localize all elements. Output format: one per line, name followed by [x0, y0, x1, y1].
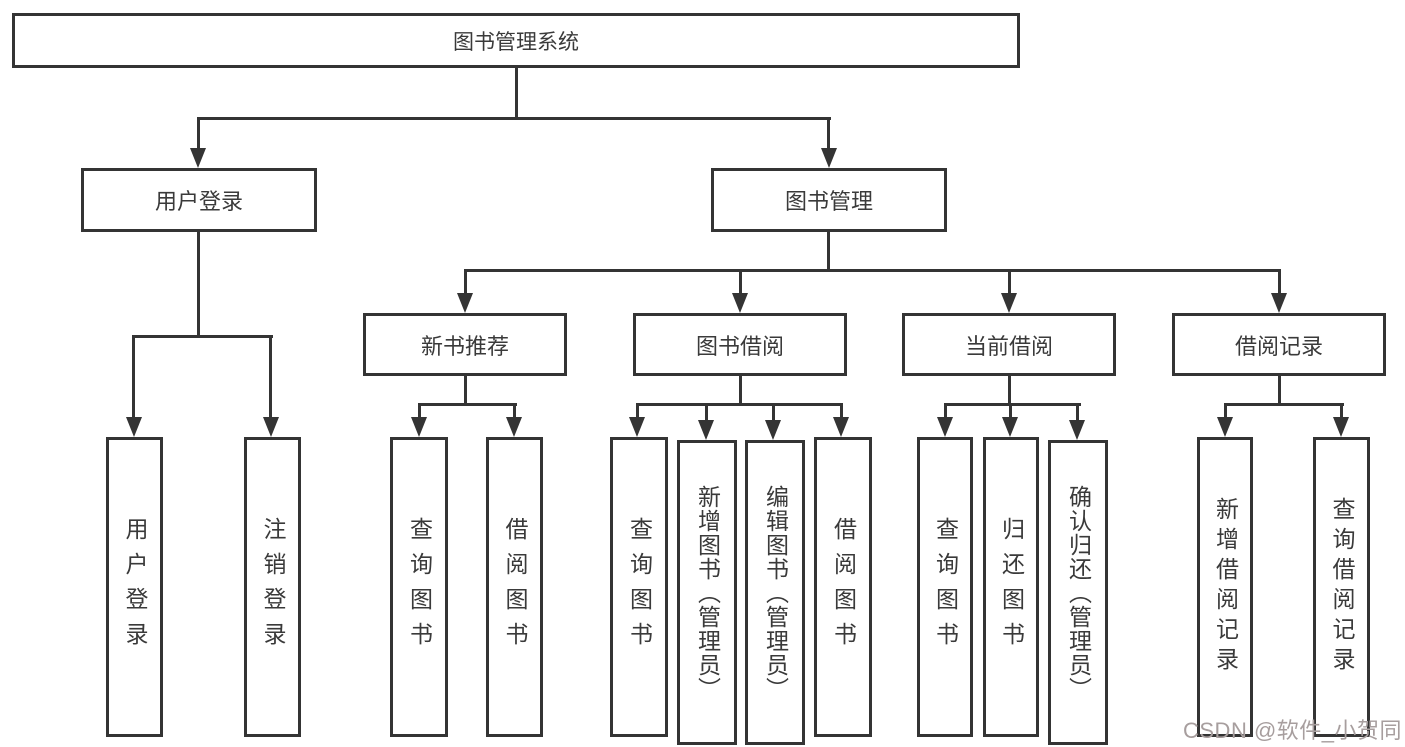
leaf-label: 借阅图书	[830, 517, 857, 657]
connector-line	[1076, 403, 1079, 421]
node-label: 用户登录	[154, 189, 243, 214]
connector-line	[197, 230, 200, 337]
leaf-label: 新增图书（管理员）	[694, 484, 721, 701]
leaf-query-books-recommend: 查询图书	[390, 437, 448, 737]
arrow-down-icon	[833, 417, 849, 437]
connector-line	[418, 403, 421, 421]
leaf-label: 用户登录	[122, 517, 148, 657]
connector-line	[464, 269, 1281, 272]
node-user-login: 用户登录	[81, 168, 317, 232]
connector-line	[1224, 403, 1344, 406]
leaf-edit-books-admin: 编辑图书（管理员）	[745, 440, 805, 745]
leaf-label: 查询借阅记录	[1329, 497, 1355, 677]
connector-line	[197, 117, 831, 120]
connector-line	[269, 335, 272, 419]
node-book-borrow: 图书借阅	[633, 313, 847, 376]
connector-line	[944, 403, 1081, 406]
node-book-management: 图书管理	[711, 168, 947, 232]
node-root-library-management-system: 图书管理系统	[12, 13, 1020, 68]
connector-line	[636, 403, 843, 406]
connector-line	[418, 403, 517, 406]
connector-line	[1278, 269, 1281, 295]
node-label: 当前借阅	[964, 333, 1053, 359]
leaf-label: 注销登录	[260, 517, 286, 657]
leaf-label: 查询图书	[626, 517, 653, 657]
node-label: 图书管理系统	[453, 30, 579, 54]
connector-line	[739, 269, 742, 295]
leaf-add-books-admin: 新增图书（管理员）	[677, 440, 737, 745]
leaf-label: 查询图书	[406, 517, 433, 657]
watermark: CSDN @软件_小贺同学	[1183, 718, 1403, 743]
node-label: 图书借阅	[695, 333, 784, 359]
leaf-borrow-books-recommend: 借阅图书	[486, 437, 543, 737]
arrow-down-icon	[821, 148, 837, 168]
connector-line	[1224, 403, 1227, 421]
connector-line	[1009, 403, 1012, 421]
leaf-label: 确认归还（管理员）	[1065, 484, 1092, 701]
leaf-label: 新增借阅记录	[1212, 497, 1239, 677]
connector-line	[739, 376, 742, 405]
leaf-logout: 注销登录	[244, 437, 301, 737]
node-new-book-recommend: 新书推荐	[363, 313, 567, 376]
connector-line	[827, 230, 830, 271]
connector-line	[515, 66, 518, 118]
leaf-query-books-borrow: 查询图书	[610, 437, 668, 737]
leaf-label: 查询图书	[932, 517, 959, 657]
leaf-user-login: 用户登录	[106, 437, 163, 737]
node-borrow-records: 借阅记录	[1172, 313, 1386, 376]
connector-line	[464, 269, 467, 295]
connector-line	[944, 403, 947, 421]
leaf-query-borrow-record: 查询借阅记录	[1313, 437, 1370, 737]
arrow-down-icon	[1001, 293, 1017, 313]
connector-line	[1008, 376, 1011, 405]
leaf-query-books-current: 查询图书	[917, 437, 973, 737]
connector-line	[197, 117, 200, 151]
connector-line	[840, 403, 843, 421]
arrow-down-icon	[937, 417, 953, 437]
arrow-down-icon	[765, 420, 781, 440]
arrow-down-icon	[1217, 417, 1233, 437]
connector-line	[132, 335, 273, 338]
leaf-label: 借阅图书	[502, 517, 528, 657]
arrow-down-icon	[698, 420, 714, 440]
arrow-down-icon	[411, 417, 427, 437]
connector-line	[636, 403, 639, 421]
arrow-down-icon	[1333, 417, 1349, 437]
connector-line	[1008, 269, 1011, 295]
node-label: 新书推荐	[420, 333, 509, 359]
arrow-down-icon	[629, 417, 645, 437]
arrow-down-icon	[732, 293, 748, 313]
connector-line	[705, 403, 708, 421]
connector-line	[1340, 403, 1343, 421]
leaf-label: 归还图书	[998, 517, 1025, 657]
leaf-label: 编辑图书（管理员）	[762, 484, 789, 701]
connector-line	[464, 376, 467, 405]
leaf-borrow-books: 借阅图书	[814, 437, 872, 737]
arrow-down-icon	[126, 417, 142, 437]
connector-line	[827, 117, 830, 151]
arrow-down-icon	[263, 417, 279, 437]
connector-line	[513, 403, 516, 421]
arrow-down-icon	[1271, 293, 1287, 313]
connector-line	[132, 335, 135, 419]
arrow-down-icon	[457, 293, 473, 313]
leaf-return-books: 归还图书	[983, 437, 1039, 737]
node-label: 借阅记录	[1234, 333, 1323, 359]
arrow-down-icon	[1069, 420, 1085, 440]
node-label: 图书管理	[784, 189, 873, 214]
leaf-confirm-return-admin: 确认归还（管理员）	[1048, 440, 1108, 745]
connector-line	[1278, 376, 1281, 405]
connector-line	[772, 403, 775, 421]
arrow-down-icon	[190, 148, 206, 168]
node-current-borrow: 当前借阅	[902, 313, 1116, 376]
leaf-add-borrow-record: 新增借阅记录	[1197, 437, 1253, 737]
arrow-down-icon	[506, 417, 522, 437]
arrow-down-icon	[1002, 417, 1018, 437]
